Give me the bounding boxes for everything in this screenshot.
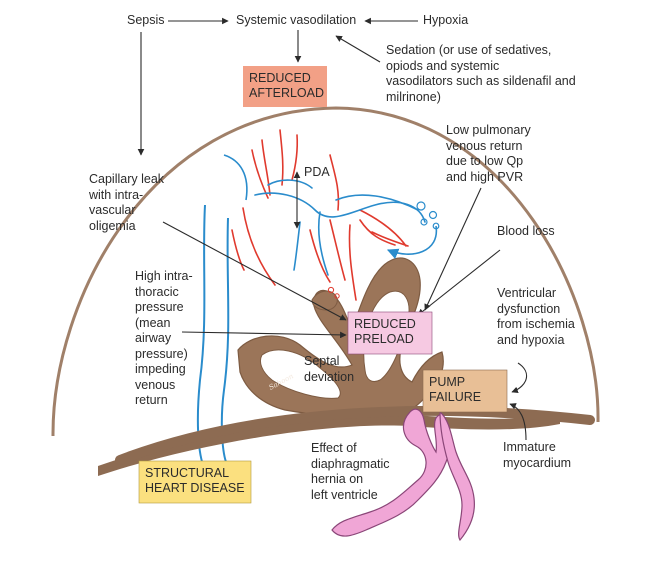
label-sepsis: Sepsis [127, 13, 165, 27]
label-systemic-vasodilation: Systemic vasodilation [236, 13, 357, 27]
reduced-preload-box: REDUCED PRELOAD [354, 317, 416, 346]
structural-heart-disease-box: STRUCTURAL HEART DISEASE [145, 466, 245, 495]
pulmonary-vessel-ring [420, 218, 428, 226]
structural-heart-disease-box-bg [138, 460, 252, 504]
label-ventricular-dysfunction: Ventricular dysfunction from ischemia an… [497, 286, 575, 347]
label-low-pulmonary-venous-return: Low pulmonary venous return due to low Q… [446, 123, 531, 184]
label-sedation: Sedation (or use of sedatives, opiods an… [386, 43, 576, 104]
thorax-outline [51, 106, 600, 437]
pulmonary-vessel-ring [416, 201, 426, 211]
small-vessel-dot [327, 286, 335, 294]
pump-failure-box: PUMP FAILURE [429, 375, 482, 404]
small-vessel-dot [334, 293, 340, 299]
diaphragm [98, 414, 560, 476]
herniated-bowel [331, 408, 452, 537]
label-immature-myocardium: Immature myocardium [503, 440, 572, 470]
right-ventricle-cavity [259, 349, 341, 399]
label-effect-of-hernia: Effect of diaphragmatic hernia on left v… [311, 441, 390, 502]
jugular-vessel [223, 154, 248, 201]
diaphragm-dome [115, 405, 595, 465]
label-high-intrathoracic-pressure: High intra- thoracic pressure (mean airw… [135, 269, 193, 407]
arteries [231, 129, 409, 301]
label-hypoxia: Hypoxia [423, 13, 469, 27]
annotation-arrows [137, 17, 528, 441]
herniated-bowel-loop [439, 410, 475, 542]
label-blood-loss: Blood loss [497, 224, 555, 238]
pulmonary-vessel-ring [428, 210, 438, 220]
label-capillary-leak: Capillary leak with intra- vascular olig… [89, 172, 165, 233]
label-septal-deviation: Septal deviation [304, 354, 355, 384]
reduced-afterload-box: REDUCED AFTERLOAD [249, 71, 325, 100]
pump-failure-box-bg [422, 369, 508, 413]
label-pda: PDA [304, 165, 330, 179]
reduced-preload-box-bg [347, 311, 433, 355]
reduced-afterload-box-bg [243, 66, 327, 107]
pulmonary-venous-return-arrow [386, 225, 438, 260]
